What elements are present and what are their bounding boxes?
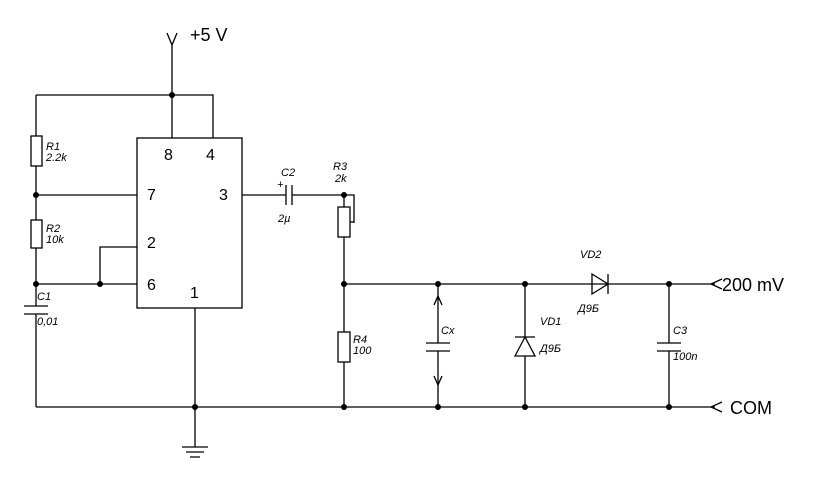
diode-vd2: VD2 Д9Б: [576, 249, 610, 315]
power-label: +5 V: [190, 25, 228, 45]
resistor-r4: R4 100: [337, 331, 372, 363]
svg-text:R3: R3: [333, 161, 348, 173]
ic-pin-1: 1: [190, 285, 199, 302]
pin2-wire: [99, 246, 137, 284]
svg-text:100: 100: [353, 345, 372, 357]
svg-text:VD2: VD2: [580, 249, 601, 261]
terminal-arrow-icon: [709, 401, 723, 413]
resistor-r1: R1 2.2k: [30, 135, 67, 167]
diode-vd1: VD1 Д9Б: [513, 284, 561, 407]
output-terminal-signal: 200 mV: [709, 275, 784, 295]
cx-terminal-arrow-icon: [433, 375, 443, 387]
output-terminal-com: COM: [709, 398, 772, 418]
svg-text:COM: COM: [730, 398, 772, 418]
svg-text:R1: R1: [46, 141, 60, 153]
svg-text:VD1: VD1: [540, 316, 561, 328]
vcc-rail: [36, 94, 214, 138]
ic-body: [136, 137, 243, 309]
capacitor-c1: C1 0,01: [24, 291, 58, 328]
terminal-arrow-icon: [709, 278, 723, 290]
svg-text:R2: R2: [46, 223, 60, 235]
svg-text:+: +: [277, 179, 284, 191]
svg-text:2µ: 2µ: [277, 213, 290, 225]
svg-text:Д9Б: Д9Б: [576, 303, 599, 315]
svg-text:0,01: 0,01: [37, 316, 58, 328]
potentiometer-r3: R3 2k: [333, 161, 355, 238]
ground-icon: [182, 446, 208, 458]
svg-text:C2: C2: [281, 167, 295, 179]
capacitor-cx: Cx: [426, 284, 455, 407]
capacitor-c2: C2 + 2µ: [277, 167, 295, 225]
power-terminal: +5 V: [166, 25, 228, 95]
svg-text:Д9Б: Д9Б: [538, 343, 561, 355]
svg-text:2.2k: 2.2k: [45, 152, 67, 164]
svg-text:2k: 2k: [334, 173, 347, 185]
svg-text:10k: 10k: [46, 234, 64, 246]
ic-pin-4: 4: [206, 147, 215, 164]
capacitor-c3: C3 100n: [657, 284, 697, 407]
ic-pin-6: 6: [147, 277, 156, 294]
svg-text:Cx: Cx: [441, 325, 455, 337]
svg-text:100n: 100n: [673, 351, 697, 363]
svg-text:R4: R4: [353, 334, 367, 346]
timer-ic: 8 4 7 3 2 6 1: [136, 137, 243, 309]
ic-pin-2: 2: [147, 235, 156, 252]
svg-text:C1: C1: [37, 291, 51, 303]
resistor-r2: R2 10k: [30, 219, 64, 249]
cx-terminal-arrow-icon: [433, 294, 443, 306]
ic-pin-3: 3: [219, 187, 228, 204]
power-arrow-icon: [166, 32, 178, 95]
ic-pin-8: 8: [164, 147, 173, 164]
svg-text:200 mV: 200 mV: [722, 275, 784, 295]
ic-pin-7: 7: [147, 187, 156, 204]
svg-text:C3: C3: [673, 325, 688, 337]
